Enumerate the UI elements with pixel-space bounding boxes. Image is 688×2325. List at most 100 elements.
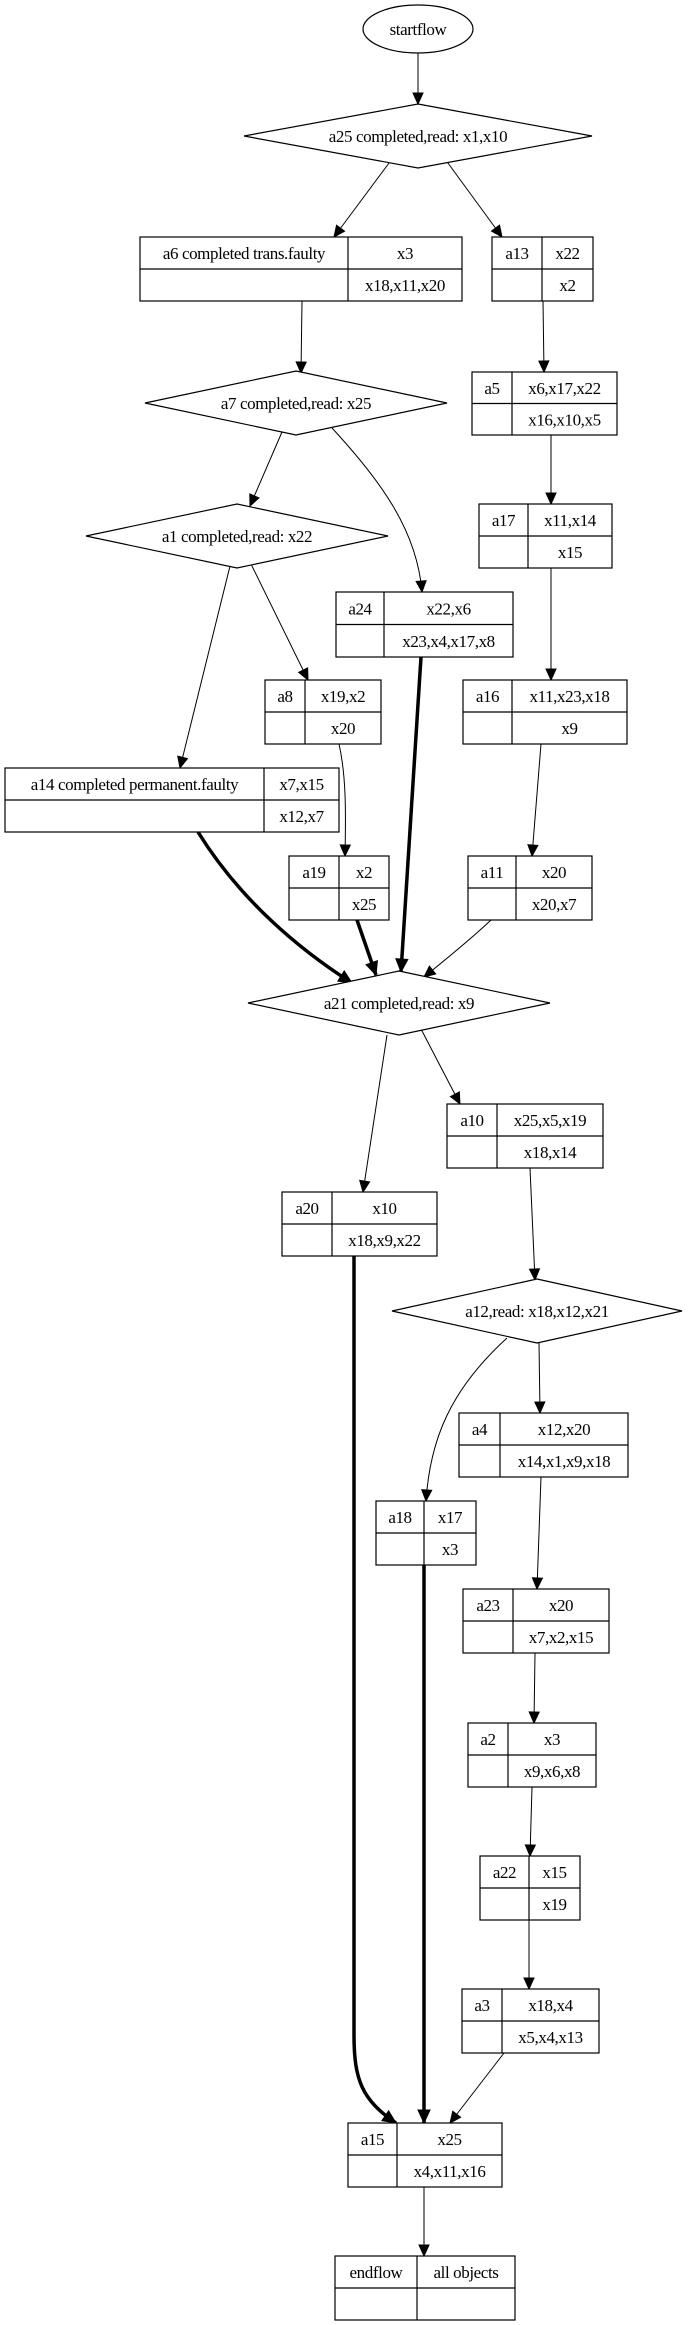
cell-writes: x18,x9,x22: [348, 1231, 421, 1250]
arrowhead-icon: [545, 492, 557, 506]
arrowhead-icon: [423, 965, 437, 978]
arrowhead-icon: [417, 2109, 431, 2125]
cell-reads: x12,x20: [538, 1420, 590, 1439]
decision-diamond: [85, 503, 389, 569]
cell-writes: x18,x11,x20: [365, 276, 445, 295]
arrowhead-icon: [490, 224, 503, 238]
edge-a12-to-a4: [534, 1342, 546, 1415]
arrowhead-icon: [449, 2110, 462, 2124]
cell-writes: x3: [442, 1540, 458, 1559]
cell-reads: x3: [544, 1730, 560, 1749]
cell-writes: x14,x1,x9,x18: [518, 1452, 611, 1471]
cell-reads: x2: [356, 863, 372, 882]
cell-reads: x10: [372, 1199, 396, 1218]
edge-a1-to-a8: [250, 563, 309, 682]
cell-name: a20: [295, 1199, 318, 1218]
cell-writes: x15: [558, 543, 582, 562]
cell-writes: x20,x7: [532, 895, 577, 914]
edge-a25-to-a13: [444, 158, 503, 238]
node-a21: a21 completed,read: x9: [247, 970, 551, 1036]
decision-diamond: [391, 1278, 683, 1344]
cell-name: a6 completed trans.faulty: [163, 244, 326, 263]
node-a25: a25 completed,read: x1,x10: [243, 103, 593, 169]
node-label: a25 completed,read: x1,x10: [329, 127, 507, 146]
edge-a13-to-a5: [538, 300, 550, 374]
cell-reads: x7,x15: [279, 775, 323, 794]
edge-a6-to-a7: [295, 300, 307, 375]
cell-reads: x11,x14: [544, 511, 597, 530]
cell-reads: x3: [397, 244, 413, 263]
edge-line: [399, 656, 423, 973]
arrowhead-icon: [359, 1179, 371, 1194]
node-label: a12,read: x18,x12,x21: [465, 1302, 609, 1321]
edge-startflow-to-a25: [412, 53, 424, 106]
edge-a21-to-a10: [420, 1028, 461, 1106]
edge-line: [179, 565, 231, 769]
arrowhead-icon: [420, 1489, 433, 1503]
cell-writes: x9: [561, 719, 577, 738]
arrowhead-icon: [381, 2109, 397, 2124]
arrowhead-icon: [412, 92, 424, 106]
edge-line: [420, 1028, 461, 1105]
cell-reads: all objects: [434, 2263, 499, 2282]
edge-a8-to-a19: [338, 743, 352, 858]
cell-reads: x20: [542, 863, 566, 882]
arrowhead-icon: [534, 1401, 546, 1415]
edge-line: [250, 563, 309, 681]
cell-name: a10: [460, 1111, 483, 1130]
edge-line: [529, 1167, 536, 1281]
arrowhead-icon: [538, 360, 550, 374]
decision-diamond: [247, 970, 551, 1036]
edge-line: [196, 831, 353, 985]
edge-line: [352, 1256, 397, 2125]
node-label: a21 completed,read: x9: [324, 994, 474, 1013]
start-ellipse: [362, 4, 474, 54]
cell-writes: x9,x6,x8: [524, 1762, 580, 1781]
cell-name: a3: [474, 1996, 489, 2015]
arrowhead-icon: [177, 755, 189, 770]
arrowhead-icon: [395, 958, 409, 974]
edge-a18-to-a15: [417, 1565, 431, 2125]
cell-reads: x20: [549, 1596, 573, 1615]
edge-a7-to-a24: [331, 427, 427, 594]
cell-name: a15: [361, 2130, 384, 2149]
cell-writes: x7,x2,x15: [529, 1628, 593, 1647]
cell-name: a14 completed permanent.faulty: [31, 775, 239, 794]
edge-a2-to-a22: [524, 1786, 537, 1858]
node-startflow: startflow: [362, 4, 474, 54]
edge-line: [529, 1786, 533, 1857]
decision-diamond: [144, 370, 448, 436]
arrowhead-icon: [449, 1091, 461, 1106]
arrowhead-icon: [365, 960, 379, 977]
cell-writes: x5,x4,x13: [518, 2028, 582, 2047]
cell-writes: x19: [542, 1895, 566, 1914]
node-a16: a16 x11,x23,x18 x9: [462, 679, 628, 745]
cell-reads: x19,x2: [321, 687, 365, 706]
edge-a19-to-a21: [355, 919, 379, 977]
cell-writes: x18,x14: [524, 1143, 577, 1162]
edge-a22-to-a3: [523, 1920, 535, 1991]
node-a11: a11 x20 x20,x7: [467, 855, 593, 921]
edge-line: [338, 743, 346, 857]
edge-line: [538, 1342, 541, 1414]
arrowhead-icon: [249, 493, 260, 508]
edge-line: [542, 300, 545, 373]
node-a6: a6 completed trans.faulty x3 x18,x11,x20: [139, 236, 463, 302]
cell-reads: x11,x23,x18: [530, 687, 610, 706]
cell-reads: x18,x4: [528, 1996, 573, 2015]
cell-name: a16: [476, 687, 499, 706]
arrowhead-icon: [333, 224, 346, 238]
cell-name: a11: [481, 863, 504, 882]
edge-line: [444, 158, 503, 238]
arrowhead-icon: [415, 580, 427, 594]
